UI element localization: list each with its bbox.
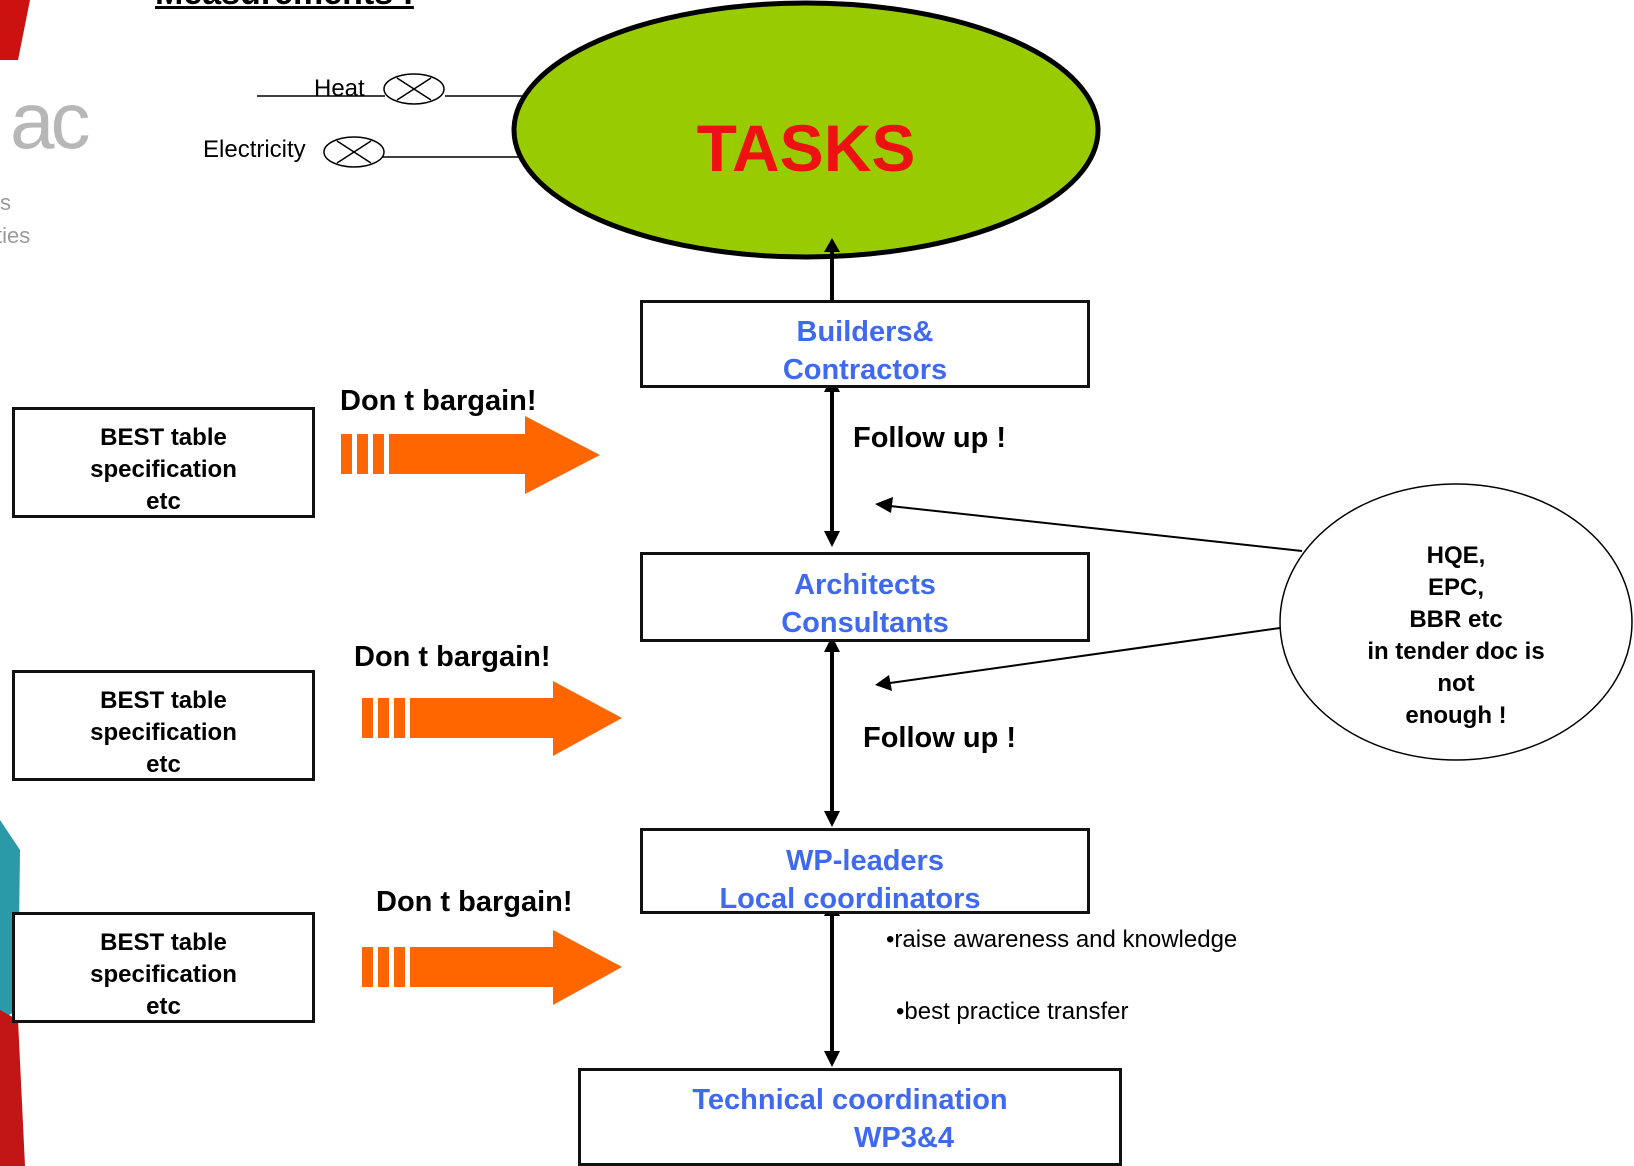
bargain-label-2: Don t bargain! xyxy=(354,641,551,673)
callout-line6: enough ! xyxy=(1405,702,1507,729)
callout-line4: in tender doc is xyxy=(1367,638,1545,665)
architects-line1: Architects xyxy=(794,569,936,601)
orange-arrows xyxy=(341,416,622,1005)
bullet-awareness: •raise awareness and knowledge xyxy=(886,926,1238,953)
callout-line5: not xyxy=(1437,670,1475,697)
logo-text-ac: ac xyxy=(10,76,90,165)
spec-box-2: BEST table specification etc xyxy=(12,670,315,781)
spec-box-1: BEST table specification etc xyxy=(12,407,315,518)
orange-arrow-1 xyxy=(341,416,600,494)
builders-box: Builders& Contractors xyxy=(640,300,1090,388)
wp-line2: Local coordinators xyxy=(719,883,981,915)
spec-box-3: BEST table specification etc xyxy=(12,912,315,1023)
bargain-label-1: Don t bargain! xyxy=(340,385,537,417)
callout-line1: HQE, xyxy=(1426,542,1486,569)
page-title: Measurements ! xyxy=(155,0,414,13)
architects-box: Architects Consultants xyxy=(640,552,1090,642)
logo-text-ties: ties xyxy=(0,223,31,248)
spec-2-line3: etc xyxy=(146,751,181,778)
spec-1-line3: etc xyxy=(146,488,181,515)
logo-text-s: s xyxy=(0,190,11,215)
bargain-label-3: Don t bargain! xyxy=(376,886,573,918)
orange-arrow-2 xyxy=(362,681,622,756)
logo-red-shape xyxy=(0,0,30,60)
spec-3-line2: specification xyxy=(90,961,237,988)
follow-up-label-2: Follow up ! xyxy=(863,722,1017,754)
logo-red-lower-shape xyxy=(0,1010,25,1166)
architects-line2: Consultants xyxy=(781,607,949,639)
follow-up-label-1: Follow up ! xyxy=(853,422,1007,454)
callout-ellipse xyxy=(1279,483,1633,761)
technical-line2: WP3&4 xyxy=(854,1122,954,1154)
orange-arrow-3 xyxy=(362,930,622,1005)
electricity-label: Electricity xyxy=(203,136,306,163)
callout-line2: EPC, xyxy=(1427,574,1484,601)
technical-line1: Technical coordination xyxy=(692,1084,1008,1116)
callout-line3: BBR etc xyxy=(1409,606,1503,633)
electricity-meter-icon xyxy=(323,136,385,168)
callout-text: HQE, EPC, BBR etc in tender doc is not e… xyxy=(1320,540,1592,732)
tasks-label: TASKS xyxy=(696,111,916,185)
spec-1-line1: BEST table xyxy=(100,424,227,451)
tasks-ellipse xyxy=(511,0,1101,260)
wp-leaders-box: WP-leaders Local coordinators xyxy=(640,828,1090,915)
spec-2-line2: specification xyxy=(90,719,237,746)
builders-line2: Contractors xyxy=(782,354,948,386)
heat-label: Heat xyxy=(314,75,365,102)
spec-1-line2: specification xyxy=(90,456,237,483)
wp-line1: WP-leaders xyxy=(786,845,944,877)
spec-3-line1: BEST table xyxy=(100,929,227,956)
technical-box: Technical coordination WP3&4 xyxy=(578,1068,1122,1166)
spec-2-line1: BEST table xyxy=(100,687,227,714)
heat-meter-icon xyxy=(383,73,445,105)
bullet-best-practice: •best practice transfer xyxy=(896,998,1129,1025)
builders-line1: Builders& xyxy=(796,316,934,348)
spec-3-line3: etc xyxy=(146,993,181,1020)
